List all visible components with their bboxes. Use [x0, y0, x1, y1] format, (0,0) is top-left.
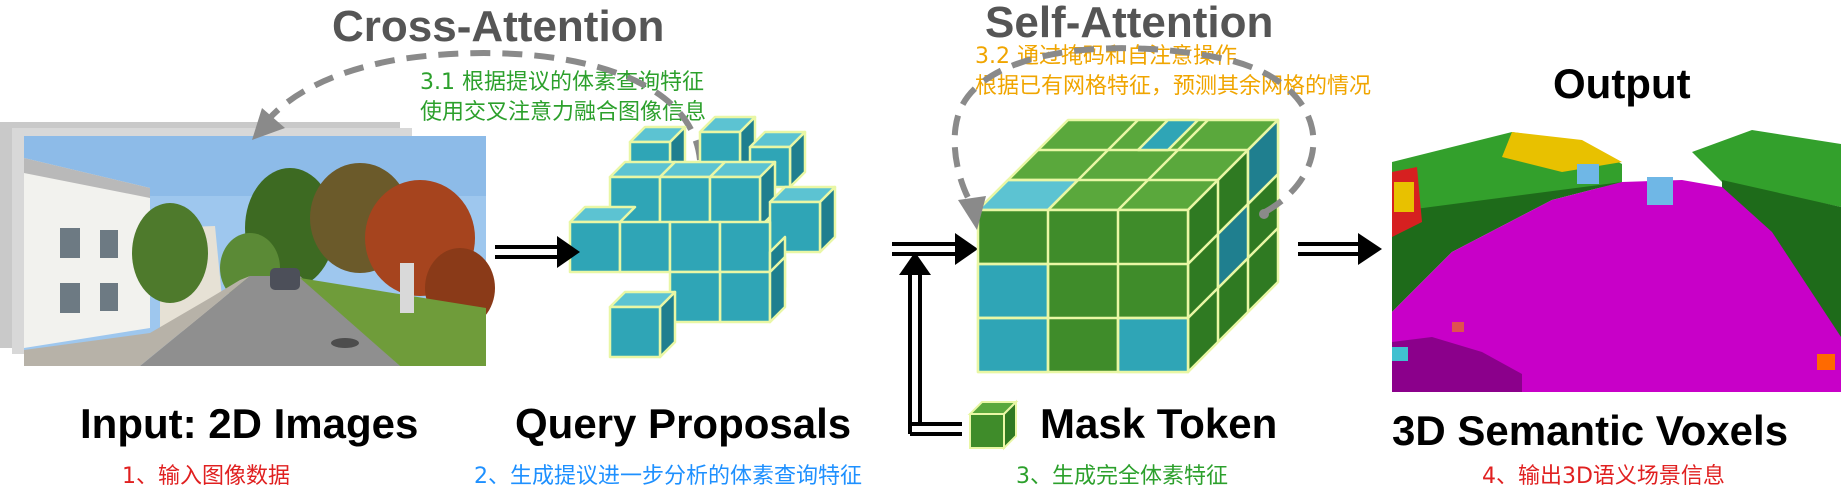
output-title: Output [1553, 60, 1691, 107]
self-attention-dashed-curve [951, 45, 1317, 215]
step3-note: 3、生成完全体素特征 [1016, 464, 1228, 489]
car-voxel-1 [1577, 164, 1599, 184]
cross-attention-arrowhead [252, 108, 285, 140]
input-image-stack [0, 122, 495, 366]
cross-attention-note-line2: 使用交叉注意力融合图像信息 [420, 100, 707, 125]
step1-note: 1、输入图像数据 [122, 464, 290, 489]
query-proposals-cubes [568, 115, 837, 359]
step2-note: 2、生成提议进一步分析的体素查询特征 [474, 464, 862, 489]
self-attention-anchor-dot [1259, 209, 1269, 219]
road-surface [1392, 180, 1841, 392]
input-label: Input: 2D Images [80, 400, 419, 447]
mask-token-cube [967, 399, 1019, 451]
street-image [24, 136, 495, 366]
sidewalk [1392, 337, 1522, 392]
self-attention-cubes [976, 118, 1280, 374]
object-voxel-red [1452, 322, 1464, 332]
query-to-mask-arrow [892, 233, 978, 265]
output-voxel-scene [1392, 112, 1841, 392]
building-left [1502, 132, 1622, 172]
cross-attention-note: 3.1 根据提议的体素查询特征 使用交叉注意力融合图像信息 [420, 68, 706, 128]
self-attention-note-line2: 根据已有网格特征，预测其余网格的情况 [975, 74, 1372, 99]
building-red-window [1394, 182, 1414, 212]
terrain-left [1392, 182, 1622, 312]
semantic-voxels-label: 3D Semantic Voxels [1392, 407, 1789, 454]
mask-token-label: Mask Token [1040, 400, 1278, 447]
mask-token-arrow [899, 252, 962, 436]
query-proposals-label: Query Proposals [515, 400, 852, 447]
self-attention-arrowhead [958, 196, 986, 230]
cross-attention-title: Cross-Attention [332, 2, 665, 51]
step4-note: 4、输出3D语义场景信息 [1482, 464, 1725, 489]
object-voxel-orange [1817, 354, 1835, 370]
object-voxel-cyan [1392, 347, 1408, 361]
cross-attention-dashed-curve [265, 50, 703, 161]
input-to-query-arrow [495, 236, 580, 268]
car-voxel-2 [1647, 177, 1673, 205]
self-attention-title: Self-Attention [985, 0, 1274, 47]
vegetation-right [1692, 130, 1841, 207]
self-attention-to-output-arrow [1298, 233, 1382, 265]
